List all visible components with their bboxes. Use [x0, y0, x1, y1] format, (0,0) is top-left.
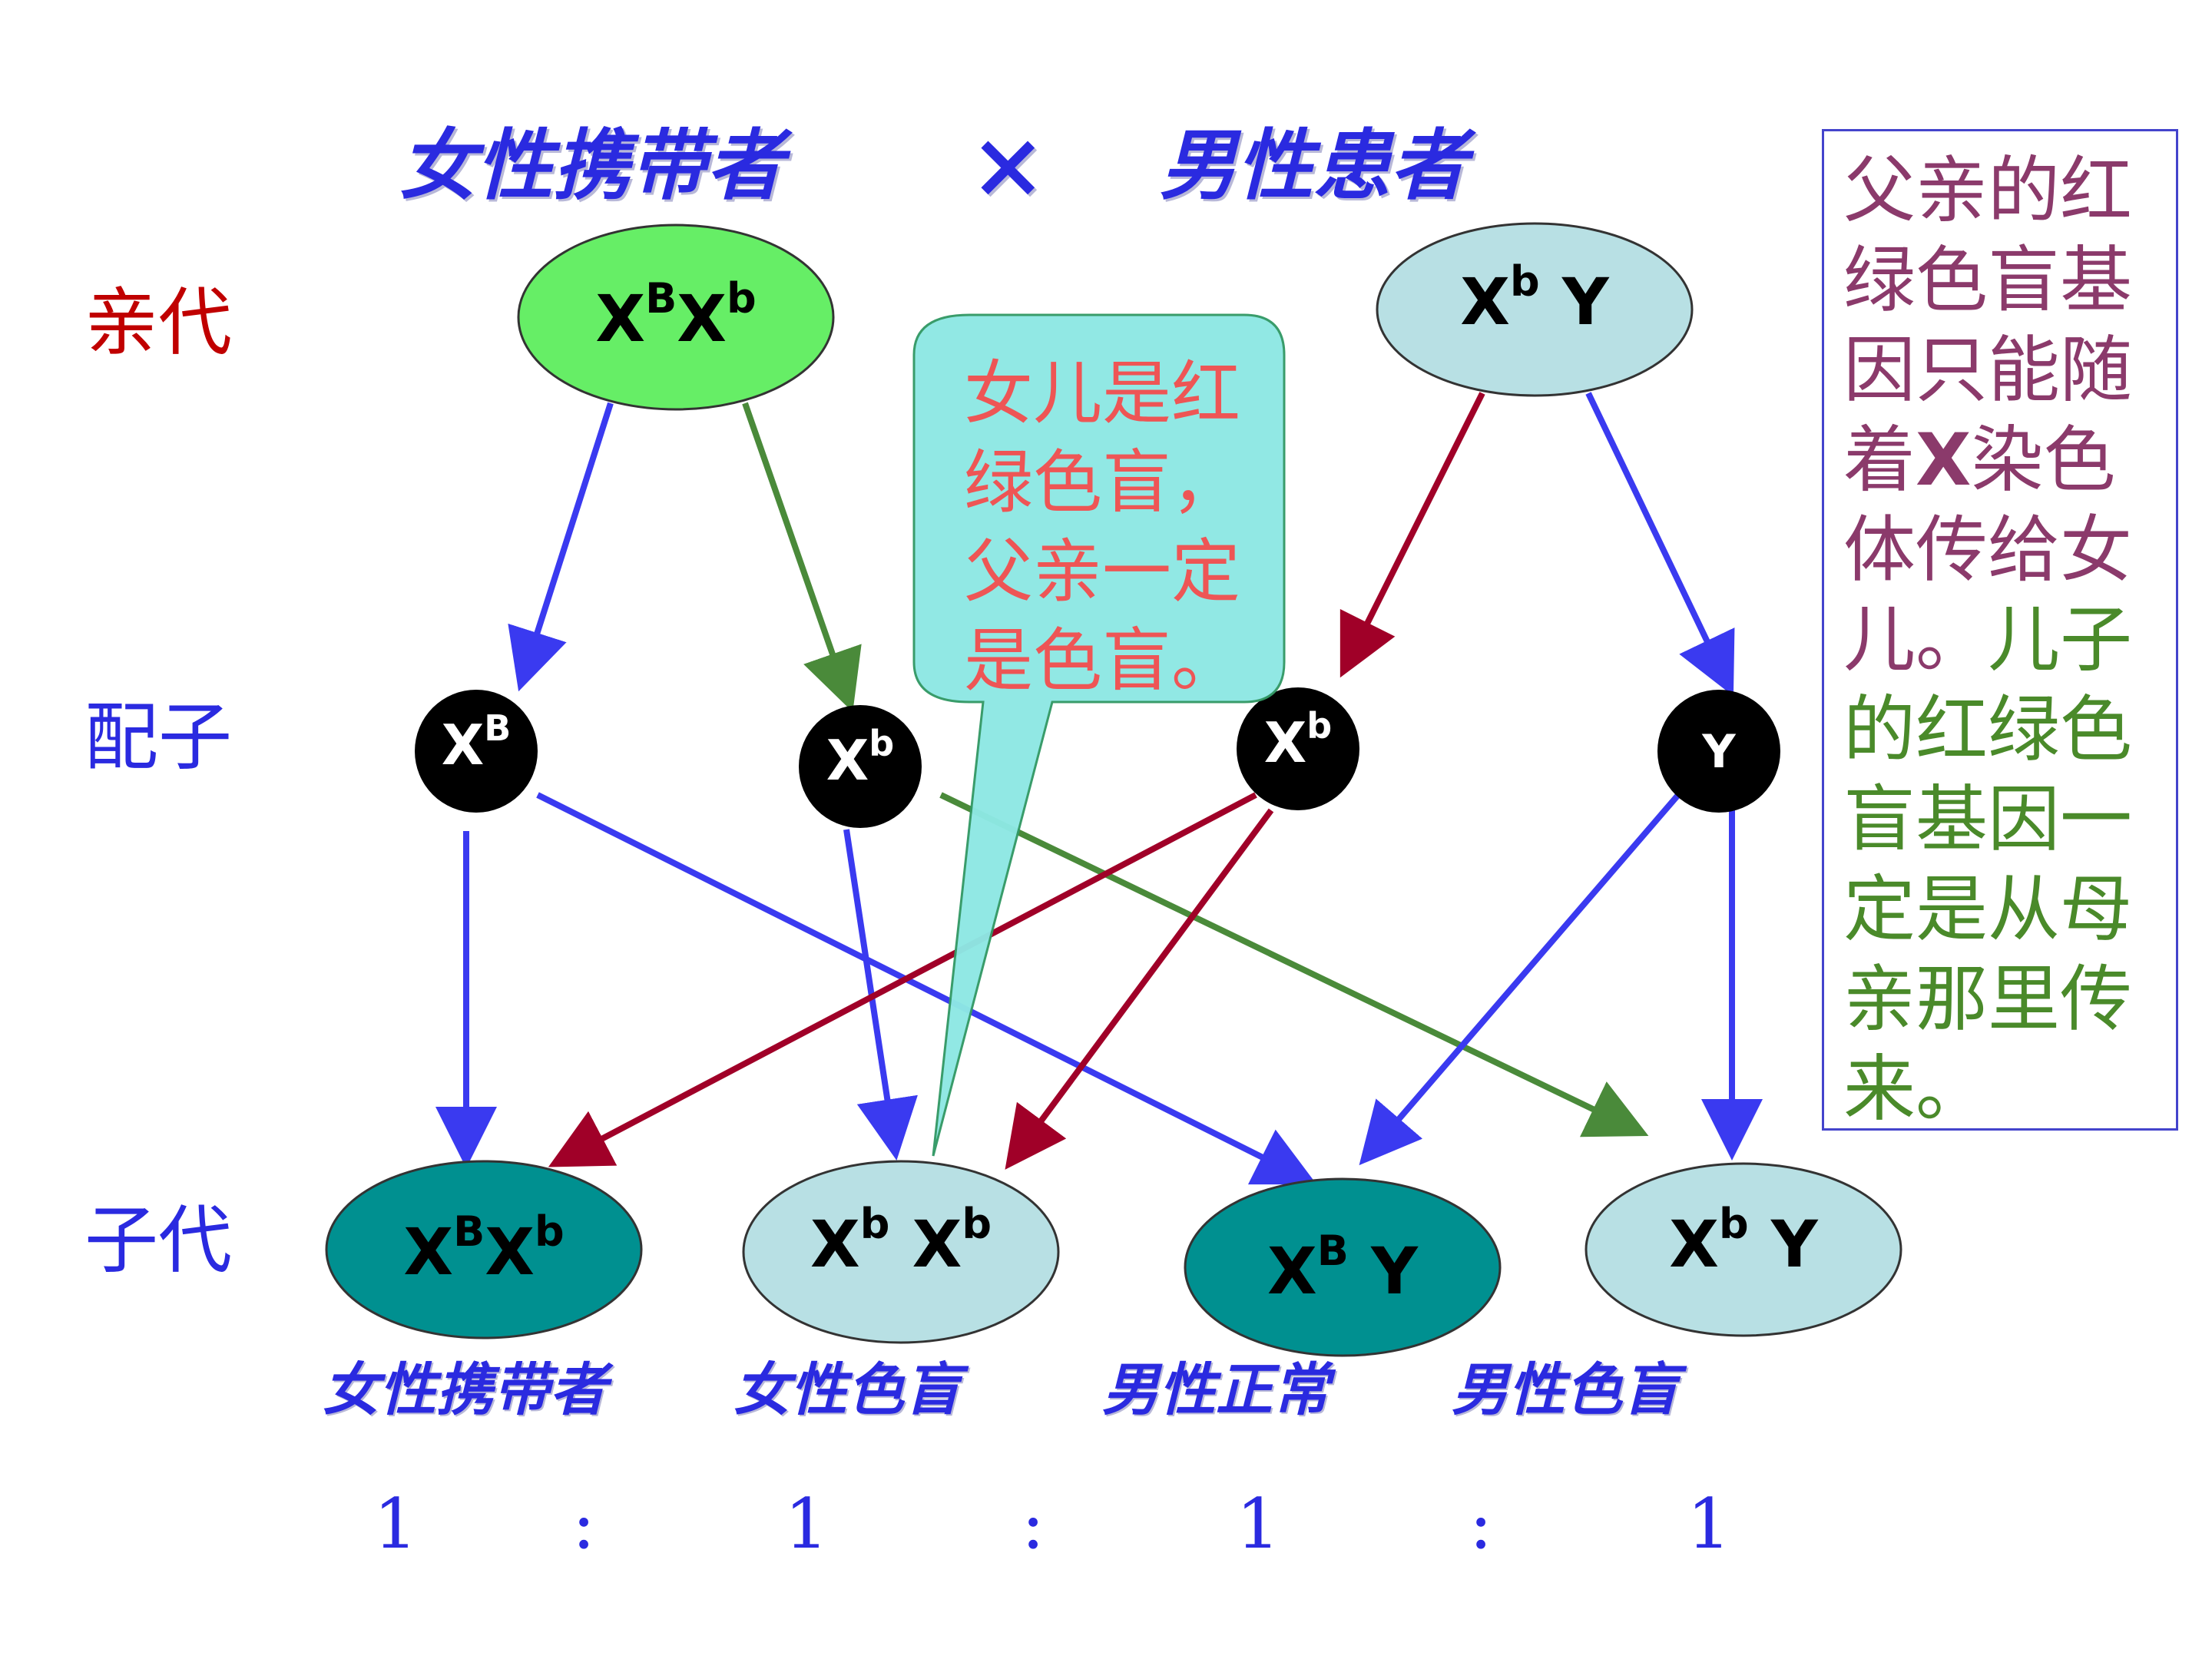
- offspring-genotype-2: Xb Xb: [810, 1200, 992, 1282]
- callout-text: 女儿是红绿色盲，父亲一定是色盲。: [964, 353, 1240, 701]
- phenotype-male-colorblind: 男性色盲: [1452, 1357, 1679, 1423]
- father-oval: [1376, 222, 1694, 397]
- gamete-Xb-mother: Xb: [826, 723, 895, 793]
- arrow-mother-to-XB: [508, 402, 614, 692]
- arrow-XB-to-o3: [536, 792, 1317, 1185]
- label-parent-generation: 亲代: [84, 280, 232, 366]
- father-genotype: Xb Y: [1460, 257, 1609, 339]
- arrow-father-to-Y: [1585, 392, 1735, 697]
- gamete-circle-Y: [1657, 690, 1780, 813]
- phenotype-male-normal: 男性正常: [1102, 1357, 1330, 1423]
- title-male-patient: 男性患者: [1160, 120, 1467, 210]
- offspring-oval-3: [1184, 1177, 1502, 1357]
- offspring-genotype-3: XB Y: [1267, 1227, 1418, 1309]
- side-note-part1a: 父亲的红绿色盲基因只能随着: [1843, 149, 2133, 502]
- ratio-value-1: 1: [373, 1484, 418, 1565]
- ratio-separator-3: :: [1469, 1484, 1493, 1565]
- side-note-x: X: [1916, 419, 1972, 502]
- offspring-oval-1: [325, 1160, 643, 1339]
- ratio-separator-1: :: [571, 1484, 596, 1565]
- mother-oval: [517, 224, 835, 411]
- arrow-Xb-mother-to-o4: [939, 792, 1649, 1137]
- phenotype-female-colorblind: 女性色盲: [733, 1357, 961, 1423]
- arrow-Xb-father-to-o2: [1005, 808, 1274, 1170]
- gamete-Xb-father: Xb: [1263, 705, 1333, 775]
- ratio-value-2: 1: [784, 1484, 829, 1565]
- ratio-value-3: 1: [1236, 1484, 1280, 1565]
- gamete-XB: XB: [441, 707, 512, 777]
- side-note-text: 父亲的红绿色盲基因只能随着X染色体传给女儿。儿子的红绿色盲基因一定是从母亲那里传…: [1843, 146, 2166, 1134]
- ratio-value-4: 1: [1687, 1484, 1731, 1565]
- ratio-separator-2: :: [1021, 1484, 1045, 1565]
- callout-bubble: [912, 313, 1286, 1157]
- arrow-Y-to-o3: [1359, 793, 1681, 1166]
- gamete-circle-XB: [415, 690, 538, 813]
- gamete-circle-Xb-father: [1237, 687, 1359, 810]
- gamete-circle-Xb-mother: [799, 705, 922, 828]
- side-note-part2: 儿子的红绿色盲基因一定是从母亲那里传来。: [1843, 598, 2133, 1131]
- offspring-genotype-1: XBXb: [403, 1207, 565, 1290]
- title-cross: ×: [969, 111, 1047, 219]
- arrow-mother-to-Xb: [742, 402, 862, 713]
- label-gamete: 配子: [84, 694, 232, 780]
- side-note-box: [1822, 129, 2178, 1131]
- offspring-genotype-4: Xb Y: [1669, 1200, 1818, 1282]
- gamete-Y: Y: [1702, 725, 1736, 779]
- label-offspring-generation: 子代: [84, 1197, 232, 1283]
- offspring-oval-2: [742, 1160, 1060, 1344]
- arrow-father-to-Xb: [1339, 392, 1485, 678]
- arrow-Xb-father-to-o1: [548, 792, 1257, 1167]
- phenotype-female-carrier: 女性携带者: [323, 1357, 607, 1423]
- offspring-oval-4: [1584, 1162, 1902, 1337]
- side-note-part1b: 染色体传给女儿。: [1843, 419, 2133, 682]
- mother-genotype: XBXb: [595, 274, 757, 356]
- arrow-Xb-mother-to-o2: [843, 829, 918, 1161]
- title-female-carrier: 女性携带者: [399, 120, 783, 210]
